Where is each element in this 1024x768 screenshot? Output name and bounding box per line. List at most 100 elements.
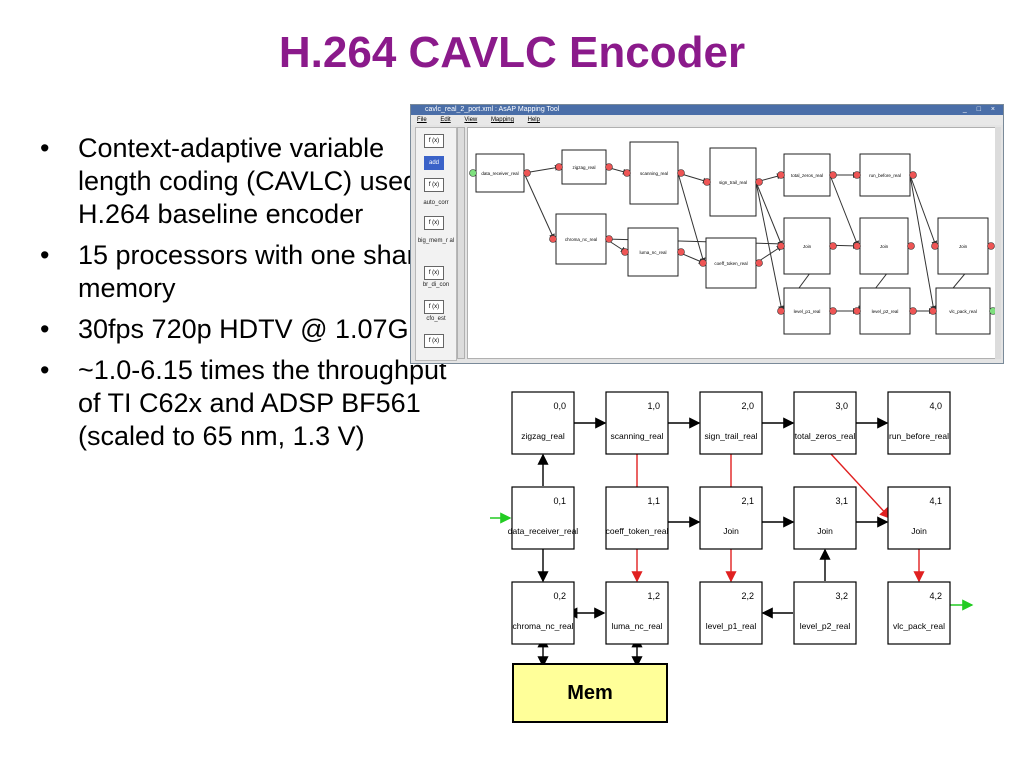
menu-mapping[interactable]: Mapping (490, 117, 514, 123)
processor-name: level_p2_real (800, 621, 851, 631)
graph-block-label: sign_trail_real (719, 180, 747, 185)
processor-name: Join (817, 526, 833, 536)
processor-name: scanning_real (611, 431, 664, 441)
graph-block-label: vlc_pack_real (949, 309, 977, 314)
processor-coord: 1,1 (647, 496, 660, 506)
graph-block[interactable] (859, 287, 911, 335)
graph-block[interactable] (475, 153, 525, 193)
graph-block[interactable] (859, 217, 909, 275)
output-port-icon[interactable] (677, 169, 685, 177)
processor-node (605, 391, 669, 455)
menu-help[interactable]: Help (527, 117, 540, 123)
output-port-icon[interactable] (605, 235, 613, 243)
processor-coord: 2,2 (741, 591, 754, 601)
palette-processor-icon[interactable]: f (x) (424, 134, 444, 148)
processor-node (699, 486, 763, 550)
graph-block-label: data_receiver_real (481, 171, 518, 176)
window-titlebar: cavlc_real_2_port.xml : AsAP Mapping Too… (411, 105, 1003, 115)
processor-coord: 0,2 (553, 591, 566, 601)
input-port-icon[interactable] (549, 235, 557, 243)
processor-name: data_receiver_real (508, 526, 579, 536)
graph-block[interactable] (937, 217, 989, 275)
palette-item-label[interactable]: cfo_est (426, 316, 446, 322)
processor-coord: 1,0 (647, 401, 660, 411)
processor-coord: 4,0 (929, 401, 942, 411)
input-port-icon[interactable] (931, 242, 939, 250)
processor-node (793, 391, 857, 455)
bullet-dot-icon: • (40, 314, 50, 344)
output-port-icon[interactable] (829, 171, 837, 179)
input-port-icon[interactable] (777, 171, 785, 179)
input-port-icon[interactable] (703, 178, 711, 186)
output-port-icon[interactable] (907, 242, 915, 250)
graph-block-label: luma_nc_real (639, 250, 666, 255)
palette-processor-icon[interactable]: f (x) (424, 216, 444, 230)
input-port-icon[interactable] (699, 259, 707, 267)
graph-block[interactable] (705, 237, 757, 289)
bullet-dot-icon: • (40, 240, 50, 270)
output-port-icon[interactable] (605, 163, 613, 171)
input-port-icon[interactable] (853, 171, 861, 179)
output-port-icon[interactable] (909, 171, 917, 179)
processor-coord: 3,0 (835, 401, 848, 411)
input-port-icon[interactable] (853, 307, 861, 315)
palette-processor-icon[interactable]: add (424, 156, 444, 170)
menu-edit[interactable]: Edit (440, 117, 451, 123)
palette-processor-icon[interactable]: f (x) (424, 334, 444, 348)
processor-name: run_before_real (889, 431, 949, 441)
graph-block-label: total_zeros_real (791, 173, 823, 178)
output-port-icon[interactable] (755, 259, 763, 267)
graph-block[interactable] (629, 141, 679, 205)
window-controls[interactable]: _ □ × (962, 106, 999, 113)
input-port-icon[interactable] (623, 169, 631, 177)
processor-name: coeff_token_real (606, 526, 669, 536)
input-port-icon[interactable] (929, 307, 937, 315)
bullet-item: •15 processors with one shared memory (38, 239, 458, 305)
graph-edge (523, 172, 555, 240)
bullet-item: • ~1.0-6.15 times the throughput of TI C6… (38, 354, 458, 453)
processor-node (699, 581, 763, 645)
canvas-scrollbar[interactable] (995, 127, 1001, 359)
graph-block-label: coeff_token_real (714, 261, 747, 266)
input-port-icon[interactable] (469, 169, 477, 177)
output-port-icon[interactable] (987, 242, 995, 250)
processor-name: level_p1_real (706, 621, 757, 631)
palette-item-label[interactable]: big_mem_r al (417, 238, 455, 244)
graph-block[interactable] (935, 287, 991, 335)
processor-grid-diagram: 0,0zigzag_real1,0scanning_real2,0sign_tr… (490, 391, 974, 668)
output-port-icon[interactable] (829, 307, 837, 315)
output-port-icon[interactable] (829, 242, 837, 250)
processor-name: total_zeros_real (795, 431, 856, 441)
palette-processor-icon[interactable]: f (x) (424, 300, 444, 314)
output-port-icon[interactable] (909, 307, 917, 315)
graph-block[interactable] (561, 149, 607, 185)
processor-coord: 1,2 (647, 591, 660, 601)
palette-processor-icon[interactable]: f (x) (424, 266, 444, 280)
palette-scrollbar[interactable] (457, 127, 465, 359)
input-port-icon[interactable] (555, 163, 563, 171)
input-port-icon[interactable] (853, 242, 861, 250)
output-port-icon[interactable] (677, 248, 685, 256)
processor-coord: 0,0 (553, 401, 566, 411)
output-port-icon[interactable] (523, 169, 531, 177)
menu-view[interactable]: View (464, 117, 478, 123)
bullet-dot-icon: • (40, 355, 50, 385)
input-port-icon[interactable] (777, 242, 785, 250)
palette-item-label[interactable]: br_di_con (422, 282, 450, 288)
output-port-icon[interactable] (989, 307, 997, 315)
palette-item-label[interactable]: auto_corr (423, 200, 449, 206)
bullet-text: Context-adaptive variable length coding … (78, 133, 447, 229)
bullet-text: ~1.0-6.15 times the throughput of TI C62… (78, 355, 447, 451)
processor-node (793, 486, 857, 550)
menu-file[interactable]: File (417, 117, 427, 123)
graph-edge (829, 174, 859, 247)
input-port-icon[interactable] (621, 248, 629, 256)
graph-edge (909, 174, 937, 312)
palette-processor-icon[interactable]: f (x) (424, 178, 444, 192)
input-port-icon[interactable] (777, 307, 785, 315)
graph-edge (755, 181, 783, 247)
output-port-icon[interactable] (755, 178, 763, 186)
window-title: cavlc_real_2_port.xml : AsAP Mapping Too… (425, 106, 560, 113)
mapping-tool-window: cavlc_real_2_port.xml : AsAP Mapping Too… (410, 104, 1004, 364)
